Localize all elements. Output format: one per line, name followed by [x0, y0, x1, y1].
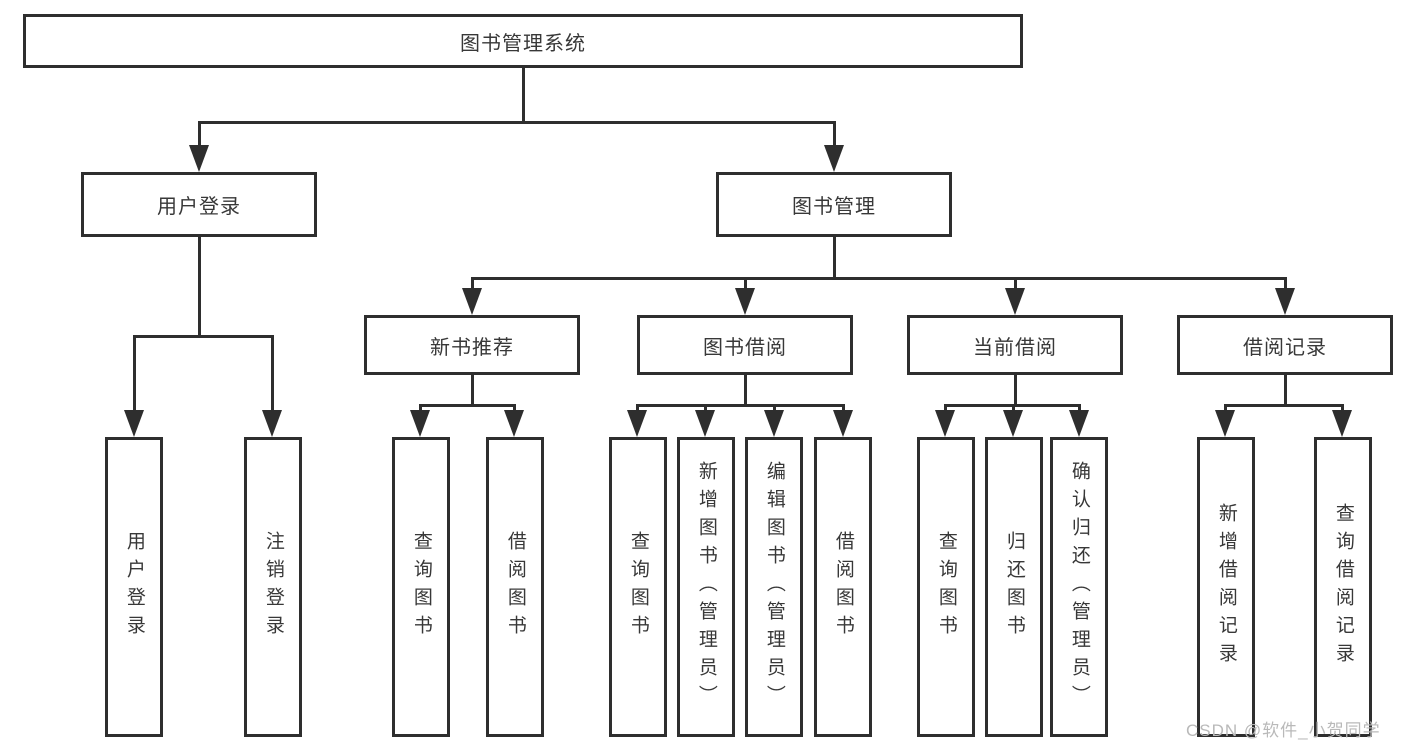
connector-line — [1012, 404, 1015, 413]
arrow-down-icon — [764, 410, 784, 437]
leaf-query-borrow-record: 查询借阅记录 — [1314, 437, 1372, 737]
node-label: 用户登录 — [157, 196, 241, 218]
node-label: 注销登录 — [262, 531, 284, 643]
node-label: 查询图书 — [935, 531, 957, 643]
connector-line — [1224, 404, 1227, 413]
node-label: 当前借阅 — [973, 336, 1057, 359]
leaf-edit-books-admin: 编辑图书（管理员） — [745, 437, 803, 737]
leaf-user-login: 用户登录 — [105, 437, 163, 737]
node-user-login: 用户登录 — [81, 172, 317, 237]
connector-line — [744, 375, 747, 407]
leaf-add-books-admin: 新增图书（管理员） — [677, 437, 735, 737]
connector-line — [471, 277, 474, 291]
arrow-down-icon — [1332, 410, 1352, 437]
connector-line — [704, 404, 707, 413]
node-label: 图书管理系统 — [460, 32, 586, 55]
node-label: 图书管理 — [792, 196, 876, 218]
leaf-query-books-current: 查询图书 — [917, 437, 975, 737]
csdn-watermark: CSDN @软件_小贺同学 — [1186, 721, 1381, 740]
node-new-book-recommend: 新书推荐 — [364, 315, 580, 375]
connector-line — [1341, 404, 1344, 413]
connector-line — [773, 404, 776, 413]
arrow-down-icon — [124, 410, 144, 437]
leaf-add-borrow-record: 新增借阅记录 — [1197, 437, 1255, 737]
connector-line — [636, 404, 639, 413]
node-label: 借阅记录 — [1243, 336, 1327, 359]
connector-line — [522, 67, 525, 124]
node-label: 新增借阅记录 — [1215, 503, 1237, 671]
node-current-borrow: 当前借阅 — [907, 315, 1123, 375]
node-label: 新书推荐 — [430, 336, 514, 359]
arrow-down-icon — [824, 145, 844, 172]
leaf-logout: 注销登录 — [244, 437, 302, 737]
connector-line — [833, 237, 836, 280]
connector-line — [133, 335, 274, 338]
arrow-down-icon — [833, 410, 853, 437]
node-book-borrow: 图书借阅 — [637, 315, 853, 375]
arrow-down-icon — [1215, 410, 1235, 437]
leaf-query-books-borrow: 查询图书 — [609, 437, 667, 737]
connector-line — [833, 121, 836, 148]
connector-line — [636, 404, 845, 407]
leaf-borrow-books: 借阅图书 — [814, 437, 872, 737]
arrow-down-icon — [1275, 288, 1295, 315]
node-label: 图书借阅 — [703, 336, 787, 359]
connector-line — [198, 121, 836, 124]
node-label: 借阅图书 — [504, 531, 526, 643]
connector-line — [419, 404, 422, 413]
connector-line — [271, 335, 274, 413]
connector-line — [1078, 404, 1081, 413]
connector-line — [471, 375, 474, 407]
node-label: 查询借阅记录 — [1332, 503, 1354, 671]
connector-line — [471, 277, 1287, 280]
connector-line — [842, 404, 845, 413]
leaf-return-books: 归还图书 — [985, 437, 1043, 737]
node-book-management: 图书管理 — [716, 172, 952, 237]
node-label: 查询图书 — [410, 531, 432, 643]
arrow-down-icon — [189, 145, 209, 172]
arrow-down-icon — [735, 288, 755, 315]
arrow-down-icon — [1069, 410, 1089, 437]
leaf-borrow-books-recommend: 借阅图书 — [486, 437, 544, 737]
arrow-down-icon — [935, 410, 955, 437]
arrow-down-icon — [462, 288, 482, 315]
node-label: 确认归还（管理员） — [1068, 461, 1090, 713]
node-root-library-system: 图书管理系统 — [23, 14, 1023, 68]
arrow-down-icon — [695, 410, 715, 437]
node-label: 编辑图书（管理员） — [763, 461, 785, 713]
connector-line — [513, 404, 516, 413]
node-label: 借阅图书 — [832, 531, 854, 643]
node-label: 新增图书（管理员） — [695, 461, 717, 713]
connector-line — [198, 121, 201, 148]
connector-line — [1014, 375, 1017, 407]
connector-line — [419, 404, 516, 407]
arrow-down-icon — [1003, 410, 1023, 437]
connector-line — [1224, 404, 1344, 407]
node-label: 查询图书 — [627, 531, 649, 643]
connector-line — [1284, 277, 1287, 291]
connector-line — [198, 237, 201, 338]
leaf-confirm-return-admin: 确认归还（管理员） — [1050, 437, 1108, 737]
connector-line — [1284, 375, 1287, 407]
node-label: 用户登录 — [123, 531, 145, 643]
leaf-query-books-recommend: 查询图书 — [392, 437, 450, 737]
node-borrow-records: 借阅记录 — [1177, 315, 1393, 375]
connector-line — [944, 404, 947, 413]
arrow-down-icon — [1005, 288, 1025, 315]
arrow-down-icon — [410, 410, 430, 437]
node-label: 归还图书 — [1003, 531, 1025, 643]
arrow-down-icon — [627, 410, 647, 437]
connector-line — [744, 277, 747, 291]
arrow-down-icon — [504, 410, 524, 437]
arrow-down-icon — [262, 410, 282, 437]
connector-line — [1014, 277, 1017, 291]
connector-line — [133, 335, 136, 413]
